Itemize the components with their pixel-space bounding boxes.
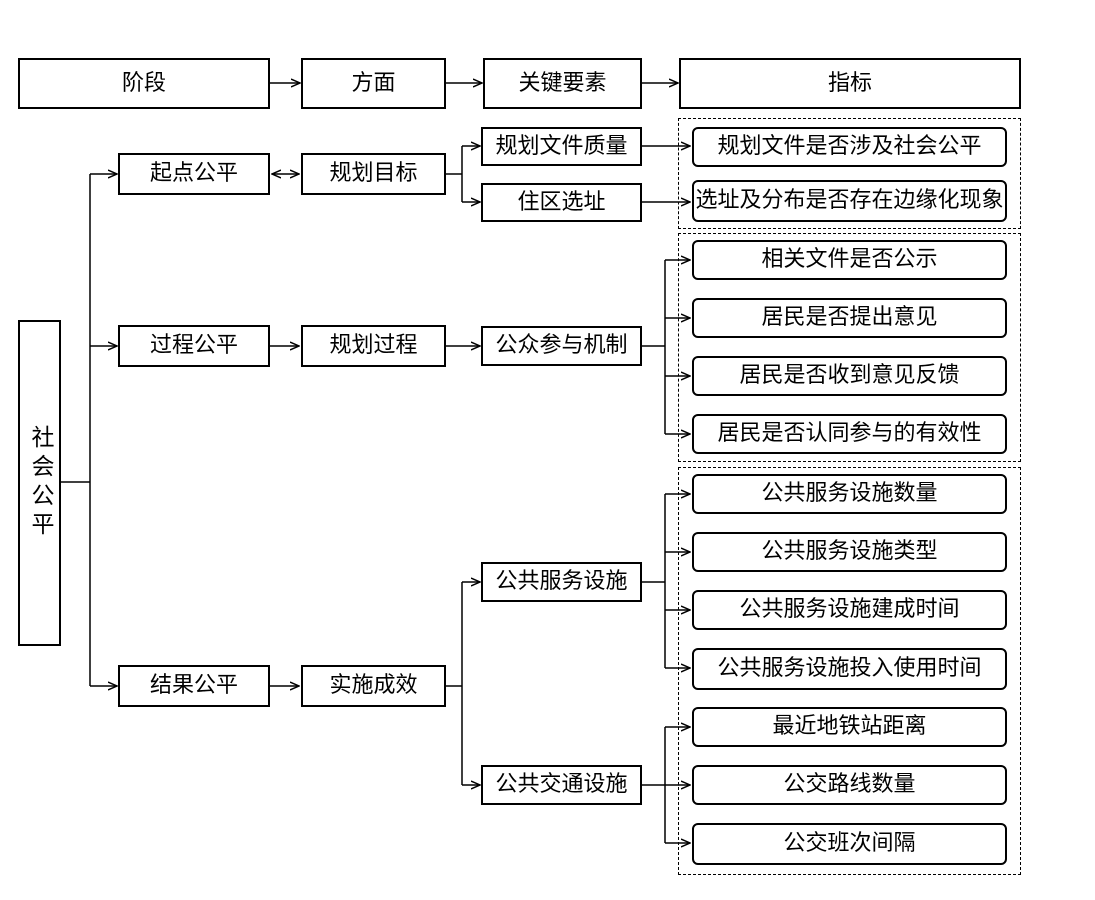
indicator-docs-published: 相关文件是否公示 bbox=[692, 240, 1007, 280]
stage-start: 起点公平 bbox=[118, 153, 270, 195]
key-participation: 公众参与机制 bbox=[481, 326, 642, 366]
aspect-planning-goal: 规划目标 bbox=[301, 153, 446, 195]
indicator-bus-routes: 公交路线数量 bbox=[692, 765, 1007, 805]
indicator-service-in-use-time: 公共服务设施投入使用时间 bbox=[692, 648, 1007, 690]
indicator-doc-social-equity: 规划文件是否涉及社会公平 bbox=[692, 127, 1007, 167]
key-public-service: 公共服务设施 bbox=[481, 562, 642, 602]
indicator-service-type: 公共服务设施类型 bbox=[692, 532, 1007, 572]
header-aspect: 方面 bbox=[301, 58, 446, 109]
stage-result: 结果公平 bbox=[118, 665, 270, 707]
indicator-group-process bbox=[678, 233, 1021, 462]
header-indicator: 指标 bbox=[679, 58, 1021, 109]
header-key-element: 关键要素 bbox=[483, 58, 642, 109]
aspect-implementation: 实施成效 bbox=[301, 665, 446, 707]
key-public-transport: 公共交通设施 bbox=[481, 765, 642, 805]
stage-process: 过程公平 bbox=[118, 325, 270, 367]
indicator-bus-interval: 公交班次间隔 bbox=[692, 823, 1007, 865]
indicator-participation-effective: 居民是否认同参与的有效性 bbox=[692, 414, 1007, 454]
indicator-metro-distance: 最近地铁站距离 bbox=[692, 707, 1007, 747]
key-doc-quality: 规划文件质量 bbox=[481, 127, 642, 166]
indicator-marginalization: 选址及分布是否存在边缘化现象 bbox=[692, 180, 1007, 222]
indicator-service-quantity: 公共服务设施数量 bbox=[692, 474, 1007, 514]
indicator-residents-comment: 居民是否提出意见 bbox=[692, 298, 1007, 338]
aspect-planning-process: 规划过程 bbox=[301, 325, 446, 367]
key-site-selection: 住区选址 bbox=[481, 183, 642, 222]
indicator-feedback-received: 居民是否收到意见反馈 bbox=[692, 356, 1007, 396]
header-stage: 阶段 bbox=[18, 58, 270, 109]
indicator-group-result bbox=[678, 467, 1021, 875]
root-social-equity: 社会公平 bbox=[18, 320, 61, 646]
indicator-service-built-time: 公共服务设施建成时间 bbox=[692, 590, 1007, 630]
indicator-group-start bbox=[678, 118, 1021, 229]
